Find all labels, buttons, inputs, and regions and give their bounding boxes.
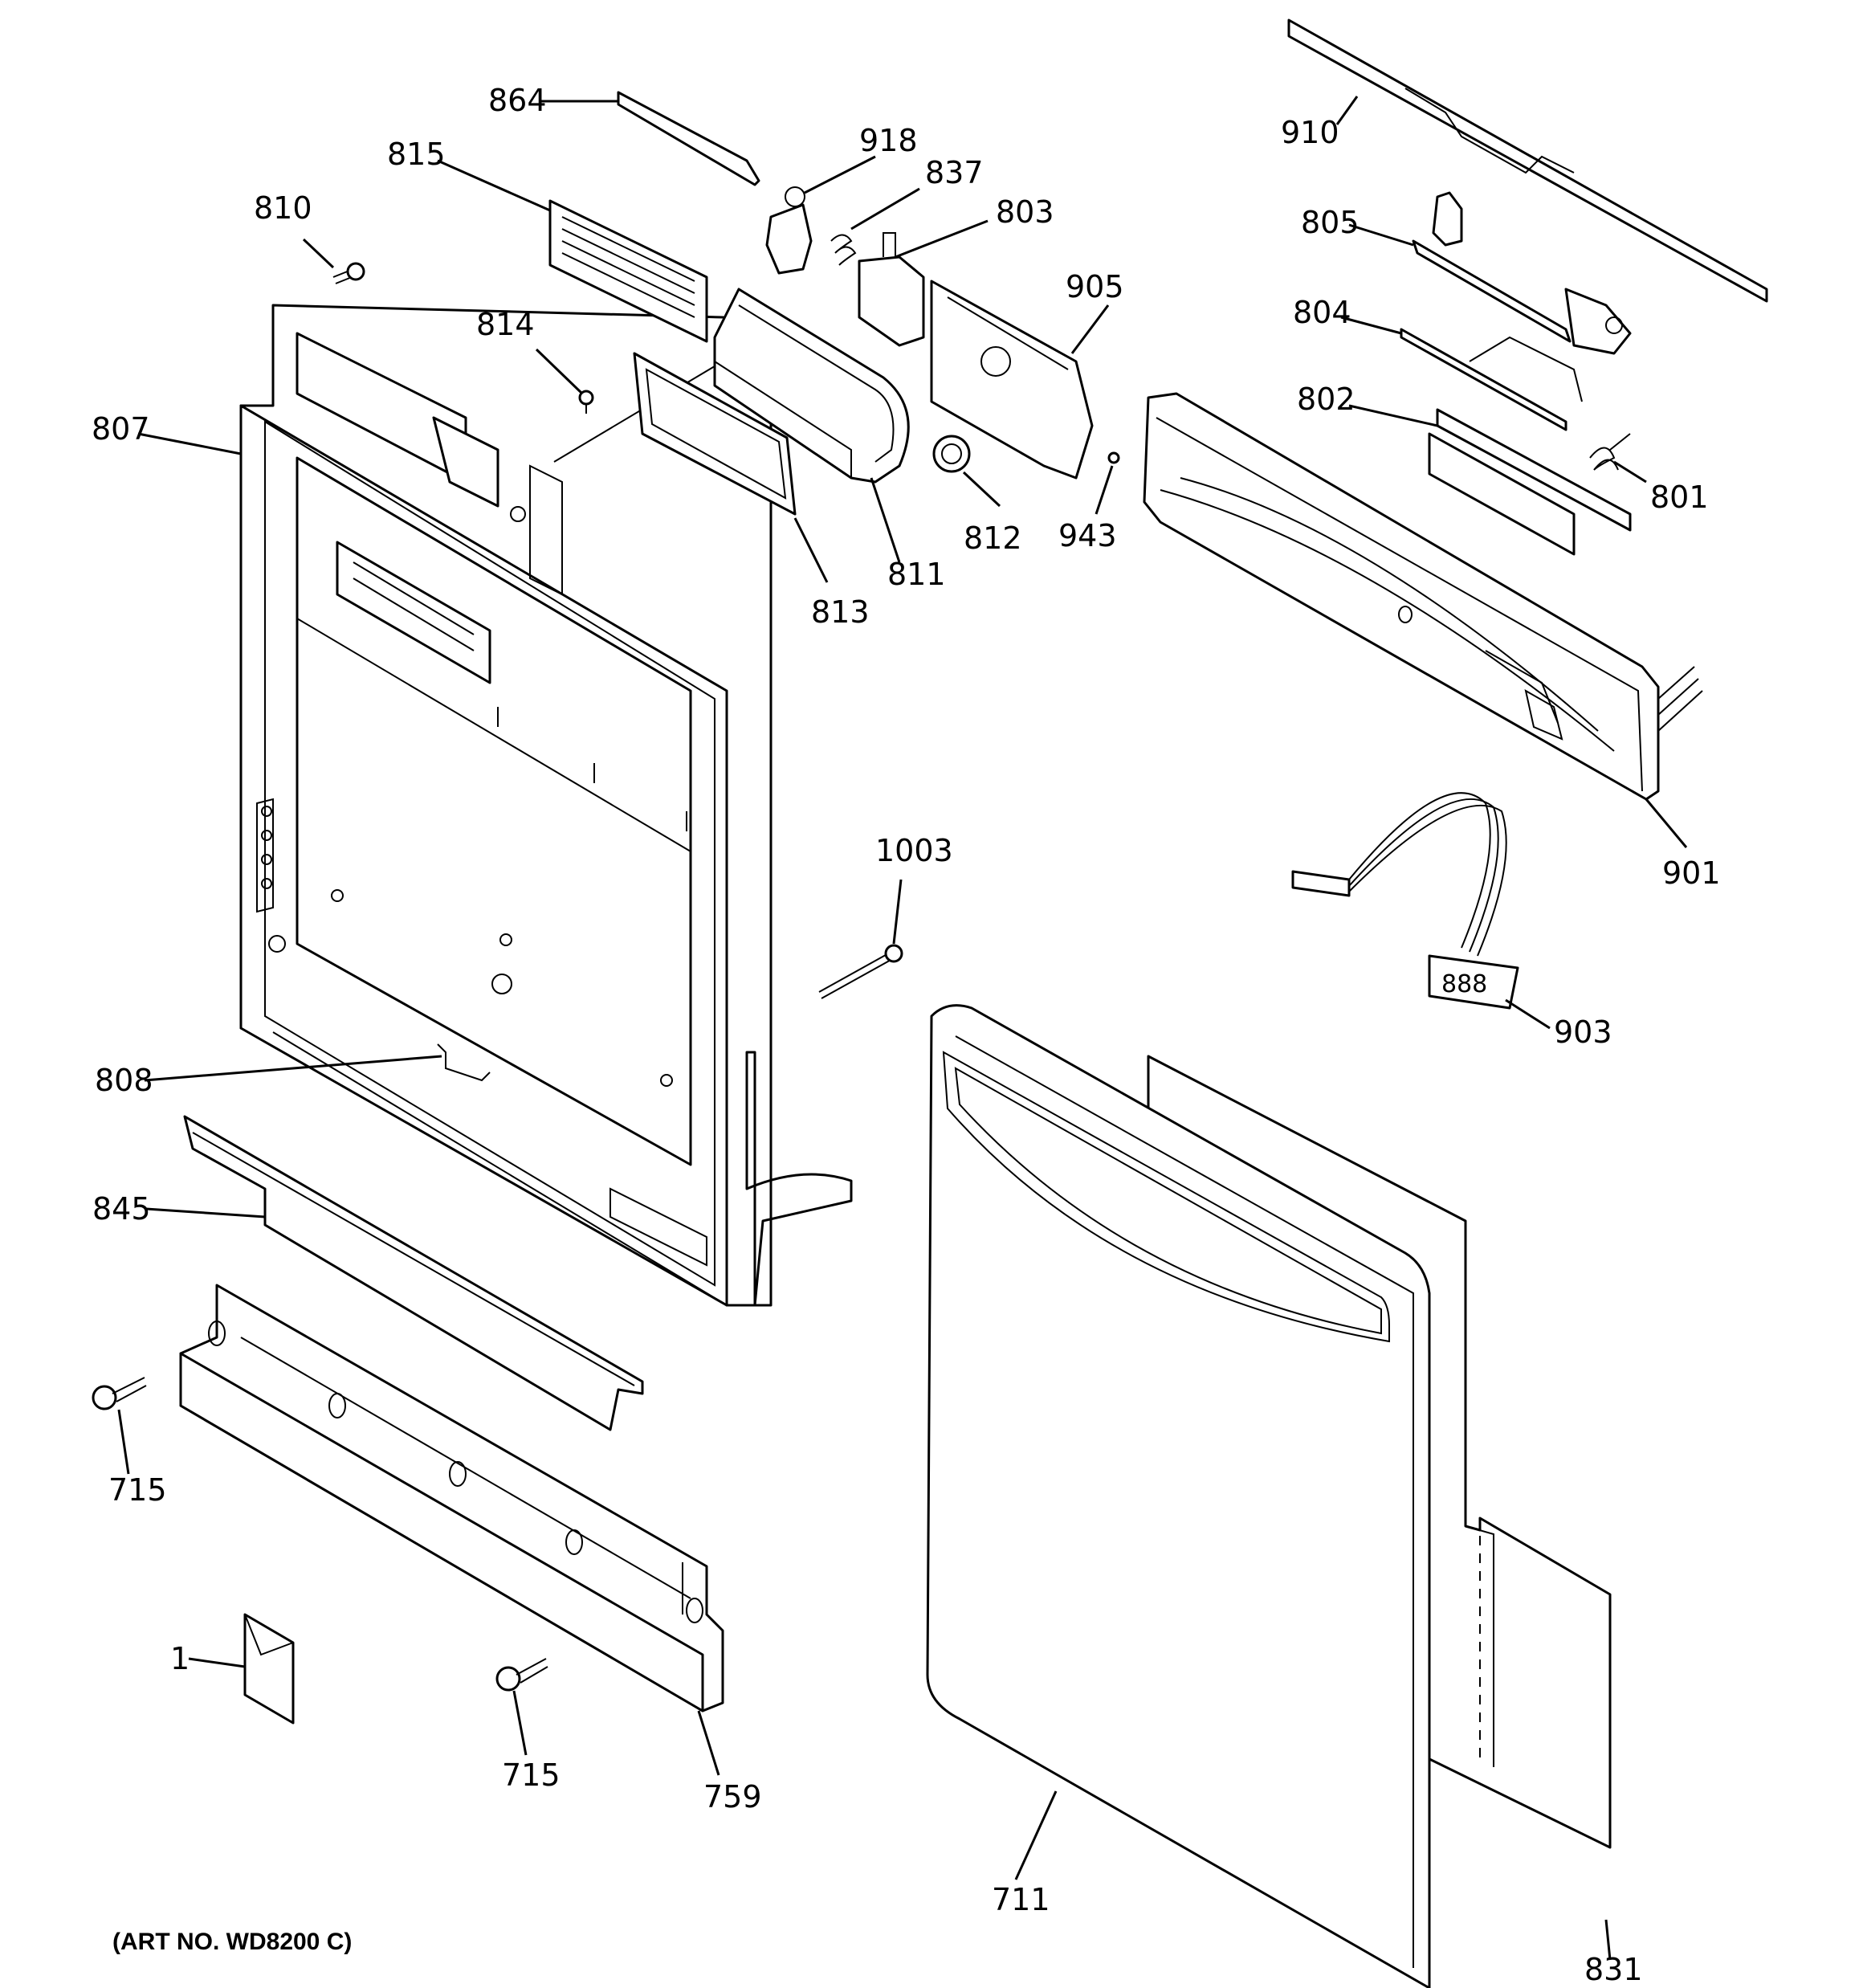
part-810-screw xyxy=(332,262,365,284)
part-804-rod xyxy=(1400,328,1583,431)
callout-715-left: 715 xyxy=(108,1472,167,1508)
part-813-gasket xyxy=(633,352,797,516)
part-1003-screw xyxy=(818,944,903,999)
part-905-control-board xyxy=(930,280,1094,480)
callout-801: 801 xyxy=(1650,480,1709,515)
part-918-latch xyxy=(765,186,813,275)
part-910-bracket xyxy=(1287,18,1768,303)
callout-815: 815 xyxy=(387,137,446,172)
part-903-harness: 888 xyxy=(1291,792,1519,1010)
part-837-spring xyxy=(830,234,857,266)
callout-837: 837 xyxy=(925,155,984,190)
callout-864: 864 xyxy=(488,83,547,118)
callout-labels: 864 918 815 837 803 810 905 814 807 813 … xyxy=(92,83,1721,1987)
part-715-screw-left xyxy=(92,1377,147,1410)
leader-lines xyxy=(117,96,1688,1961)
callout-807: 807 xyxy=(92,411,150,447)
part-812-knob xyxy=(932,435,971,473)
callout-715-right: 715 xyxy=(502,1757,561,1793)
part-1-literature xyxy=(243,1613,295,1725)
callout-802: 802 xyxy=(1297,382,1355,417)
callout-943: 943 xyxy=(1058,518,1117,553)
part-943-screw xyxy=(1107,451,1120,464)
callout-845: 845 xyxy=(92,1191,151,1227)
part-807-inner-door xyxy=(239,304,853,1307)
part-715-screw-right xyxy=(495,1658,548,1692)
part-759-toe-panel xyxy=(179,1284,724,1712)
callout-918: 918 xyxy=(859,123,918,158)
part-803-switch xyxy=(858,232,925,347)
callout-804: 804 xyxy=(1293,295,1351,330)
part-901-control-panel xyxy=(1143,392,1703,801)
callout-810: 810 xyxy=(254,190,312,226)
callout-831: 831 xyxy=(1584,1952,1643,1987)
part-801-spring xyxy=(1589,433,1631,471)
callout-805: 805 xyxy=(1301,205,1360,240)
callout-808: 808 xyxy=(95,1063,153,1098)
part-845-trim xyxy=(183,1115,644,1431)
callout-813: 813 xyxy=(811,594,870,630)
callout-711: 711 xyxy=(992,1882,1050,1917)
part-805-hinge-bracket xyxy=(1412,191,1632,355)
callout-910: 910 xyxy=(1281,115,1339,150)
callout-759: 759 xyxy=(703,1779,762,1815)
callout-901: 901 xyxy=(1662,855,1721,891)
part-811-dispenser xyxy=(713,288,910,484)
svg-text:888: 888 xyxy=(1441,970,1487,998)
callout-803: 803 xyxy=(996,194,1054,230)
callout-811: 811 xyxy=(887,557,946,592)
callout-903: 903 xyxy=(1554,1014,1612,1050)
callout-1003: 1003 xyxy=(875,833,953,868)
callout-1: 1 xyxy=(170,1641,190,1676)
callout-814: 814 xyxy=(476,307,535,342)
callout-905: 905 xyxy=(1066,269,1124,304)
callout-812: 812 xyxy=(964,520,1022,556)
part-711-outer-door xyxy=(926,1004,1431,1988)
part-802-hinge xyxy=(1428,408,1632,556)
art-number-label: (ART NO. WD8200 C) xyxy=(112,1929,352,1955)
part-814-screw xyxy=(578,390,594,414)
part-864-strip xyxy=(617,91,760,186)
part-808-clip xyxy=(437,1043,491,1082)
part-815-vent xyxy=(548,199,708,343)
